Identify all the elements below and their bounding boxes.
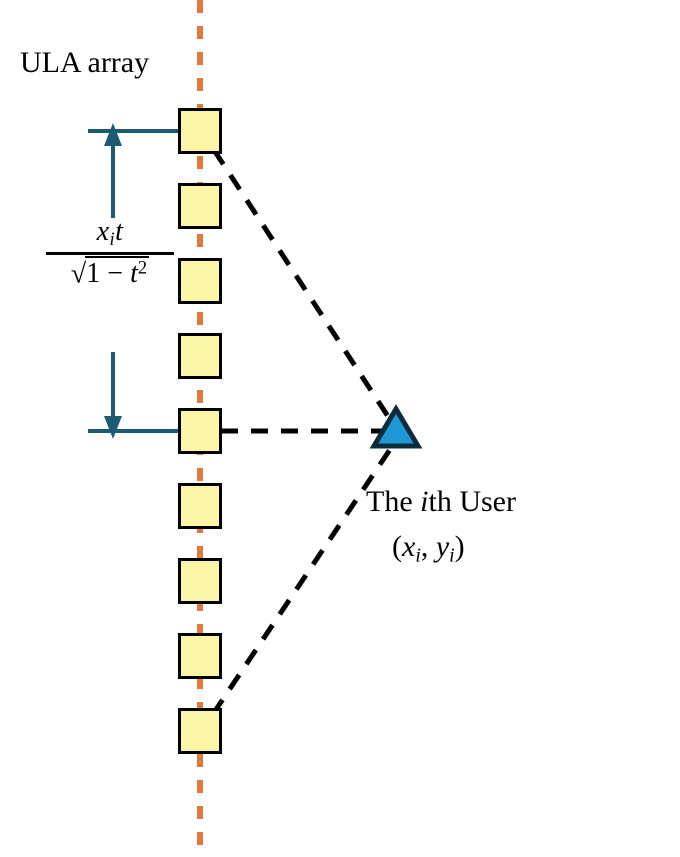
antenna-element-8 <box>178 633 222 679</box>
user-marker-triangle-icon <box>369 404 423 449</box>
antenna-element-group <box>178 108 222 754</box>
antenna-element-9 <box>178 708 222 754</box>
formula-fraction-bar <box>46 251 174 255</box>
ray-from-element-1 <box>211 148 394 423</box>
formula-denominator: √1 − t2 <box>42 255 178 290</box>
formula-numerator-t: t <box>115 216 124 247</box>
user-label-suffix: th User <box>428 485 516 518</box>
formula-denominator-minus: − <box>100 258 131 290</box>
coords-y-subscript: i <box>449 544 455 567</box>
user-label-prefix: The <box>366 485 421 518</box>
coords-comma: , <box>420 530 436 563</box>
distance-formula-label: xit √1 − t2 <box>42 218 178 290</box>
user-coordinates-label: (xi, yi) <box>392 532 465 566</box>
formula-denominator-one: 1 <box>86 258 101 290</box>
antenna-element-4 <box>178 333 222 379</box>
coords-x-subscript: i <box>415 544 421 567</box>
user-label-index: i <box>420 485 429 518</box>
formula-denominator-exponent: 2 <box>137 257 148 278</box>
formula-radicand: 1 − t2 <box>85 256 150 290</box>
measure-arrowhead-down-icon <box>104 416 122 439</box>
coords-x: x <box>402 530 416 563</box>
formula-numerator-x: x <box>96 216 110 247</box>
formula-radical-sign: √ <box>70 258 87 290</box>
antenna-element-5 <box>178 408 222 454</box>
measure-arrowhead-up-icon <box>104 123 122 146</box>
coords-close-paren: ) <box>454 530 465 563</box>
antenna-element-6 <box>178 483 222 529</box>
coords-y: y <box>435 530 450 563</box>
ula-array-label: ULA array <box>20 46 150 79</box>
user-label: The ith User <box>366 487 516 517</box>
coords-open-paren: ( <box>392 530 402 563</box>
formula-numerator: xit <box>42 218 178 252</box>
formula-denominator-t: t <box>130 258 138 290</box>
antenna-element-2 <box>178 183 222 229</box>
antenna-element-1 <box>178 108 222 154</box>
antenna-element-3 <box>178 258 222 304</box>
formula-numerator-subscript: i <box>109 229 116 250</box>
antenna-element-7 <box>178 558 222 604</box>
ray-from-element-9 <box>210 443 396 716</box>
